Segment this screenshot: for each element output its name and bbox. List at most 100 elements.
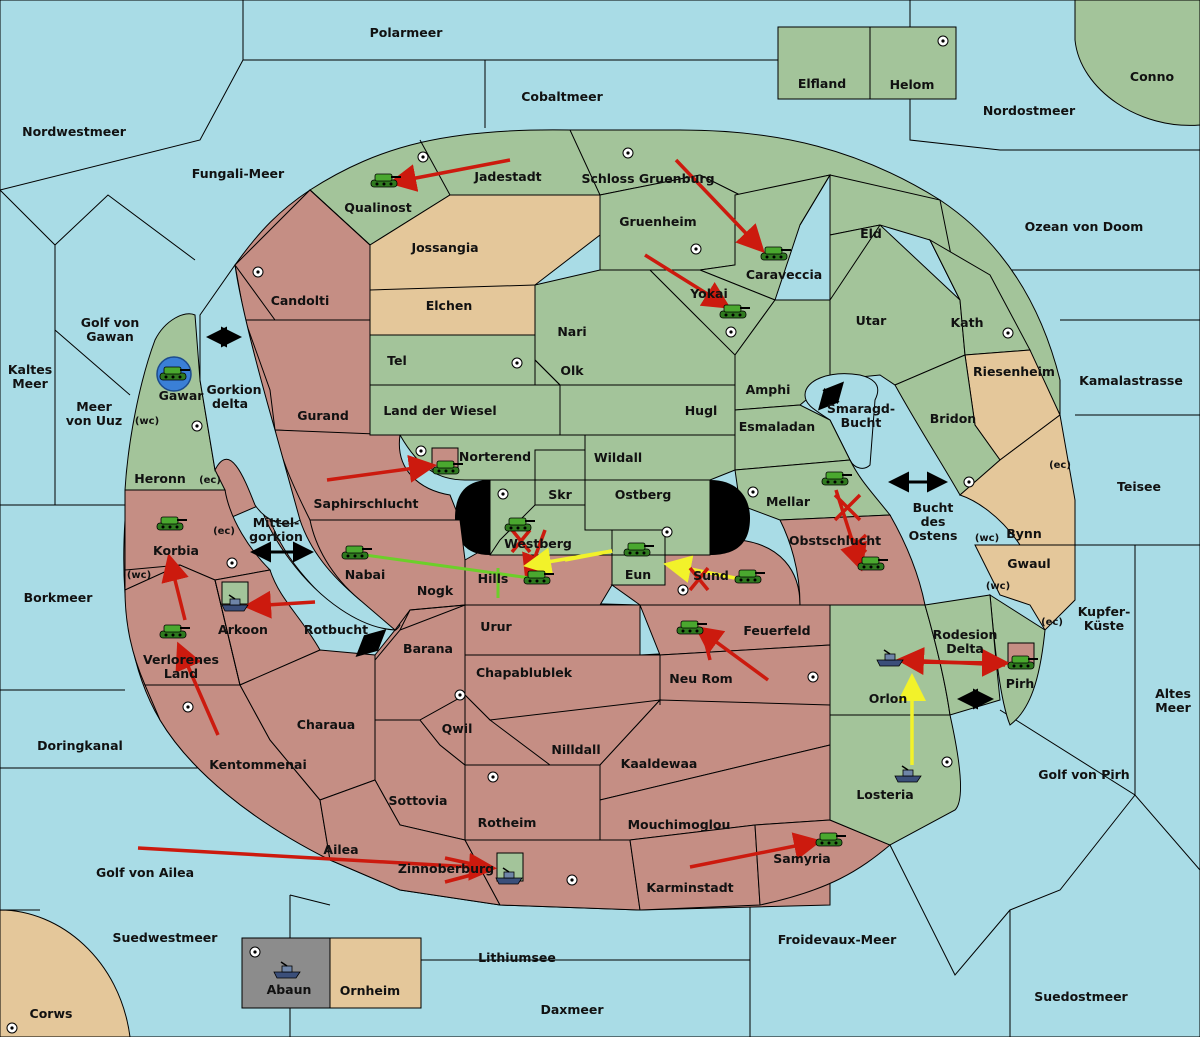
label-nogk: Nogk bbox=[417, 583, 454, 598]
supply-center-marker bbox=[497, 488, 509, 500]
label-mittelgorkion-1: Mittel- bbox=[253, 515, 300, 530]
label-losteria: Losteria bbox=[856, 787, 913, 802]
label-smaragd-bucht-1: Smaragd- bbox=[827, 401, 895, 416]
army-icon bbox=[156, 516, 187, 531]
label-hills: Hills bbox=[478, 571, 509, 586]
order-arrow bbox=[902, 648, 1010, 677]
order-arrow bbox=[326, 454, 437, 483]
army-icon bbox=[821, 471, 852, 486]
order-arrow bbox=[834, 489, 867, 572]
label-caraveccia: Caraveccia bbox=[746, 267, 822, 282]
interior-borders bbox=[124, 129, 881, 840]
label-gwaul-wc: (wc) bbox=[986, 581, 1010, 592]
label-lithiumsee: Lithiumsee bbox=[478, 950, 556, 965]
supply-center-marker bbox=[249, 946, 261, 958]
label-amphi: Amphi bbox=[746, 382, 791, 397]
label-tel: Tel bbox=[387, 353, 407, 368]
region-elfland bbox=[777, 26, 871, 100]
border-line bbox=[829, 224, 881, 301]
label-urur: Urur bbox=[480, 619, 512, 634]
label-corws: Corws bbox=[30, 1006, 73, 1021]
label-conno: Conno bbox=[1130, 69, 1175, 84]
order-arrow bbox=[175, 641, 220, 736]
label-nordwestmeer: Nordwestmeer bbox=[22, 124, 127, 139]
supply-center-marker bbox=[963, 476, 975, 488]
army-icon bbox=[734, 569, 765, 584]
label-bynn: Bynn bbox=[1006, 526, 1041, 541]
label-gawar: Gawar bbox=[159, 388, 205, 403]
border-line bbox=[419, 139, 451, 196]
label-elchen: Elchen bbox=[426, 298, 473, 313]
label-golf-von-gawan-1: Golf von bbox=[81, 315, 140, 330]
label-mouchimoglou: Mouchimoglou bbox=[628, 817, 731, 832]
label-kupfer-kueste-1: Kupfer- bbox=[1078, 604, 1131, 619]
label-gwaul-ec: (ec) bbox=[1041, 617, 1063, 628]
label-bucht-des-ostens-3: Ostens bbox=[909, 528, 958, 543]
label-land-der-wiesel: Land der Wiesel bbox=[383, 403, 496, 418]
label-barana: Barana bbox=[403, 641, 453, 656]
supply-center-marker bbox=[677, 584, 689, 596]
label-heronn-ec: (ec) bbox=[199, 475, 221, 486]
label-verlorenes-land-1: Verlorenes bbox=[143, 652, 219, 667]
label-nordostmeer: Nordostmeer bbox=[983, 103, 1076, 118]
label-golf-von-ailea: Golf von Ailea bbox=[96, 865, 194, 880]
adjacency-arrow bbox=[355, 628, 387, 658]
label-polarmeer: Polarmeer bbox=[370, 25, 444, 40]
label-sottovia: Sottovia bbox=[389, 793, 448, 808]
supply-centers bbox=[6, 35, 1014, 1034]
label-heronn: Heronn bbox=[134, 471, 186, 486]
label-kaaldewaa: Kaaldewaa bbox=[621, 756, 698, 771]
army-icon bbox=[857, 556, 888, 571]
supply-center-marker bbox=[747, 486, 759, 498]
label-gawar-wc: (wc) bbox=[135, 416, 159, 427]
label-altes-meer-2: Meer bbox=[1155, 700, 1191, 715]
supply-center-marker bbox=[6, 1022, 18, 1034]
label-westberg: Westberg bbox=[504, 536, 572, 551]
region-losteria bbox=[829, 714, 961, 846]
convoy-orders bbox=[364, 553, 531, 598]
army-icon bbox=[159, 366, 190, 381]
failed-order-cross bbox=[846, 533, 868, 554]
fleet-icon bbox=[894, 765, 922, 783]
border-line bbox=[569, 129, 601, 196]
supply-center-marker bbox=[725, 326, 737, 338]
label-verlorenes-land-2: Land bbox=[164, 666, 198, 681]
supply-center-marker bbox=[661, 526, 673, 538]
supply-center-marker bbox=[807, 671, 819, 683]
region-labels: Polarmeer Cobaltmeer Nordwestmeer Fungal… bbox=[8, 25, 1192, 1021]
label-sund: Sund bbox=[693, 568, 729, 583]
label-eld: Eld bbox=[860, 226, 882, 241]
label-kamalastrasse: Kamalastrasse bbox=[1079, 373, 1183, 388]
label-karminstadt: Karminstadt bbox=[646, 880, 733, 895]
region-center-island bbox=[489, 479, 711, 556]
sea-border bbox=[54, 329, 131, 396]
order-arrow bbox=[444, 868, 491, 884]
army-icon bbox=[1007, 655, 1038, 670]
label-kentommenai: Kentommenai bbox=[209, 757, 307, 772]
border-skr bbox=[534, 450, 586, 506]
label-gorkion-delta-1: Gorkion bbox=[206, 382, 261, 397]
label-samyria: Samyria bbox=[773, 851, 831, 866]
label-korbia-ec: (ec) bbox=[213, 526, 235, 537]
label-rodesion-delta-1: Rodesion bbox=[933, 627, 998, 642]
units bbox=[156, 173, 1038, 979]
label-bridon: Bridon bbox=[930, 411, 976, 426]
army-icon bbox=[504, 517, 535, 532]
supply-center-marker bbox=[182, 701, 194, 713]
supply-center-marker bbox=[226, 557, 238, 569]
label-esmaladan: Esmaladan bbox=[739, 419, 815, 434]
supply-center-marker bbox=[511, 357, 523, 369]
army-icon bbox=[815, 832, 846, 847]
label-korbia-wc: (wc) bbox=[127, 570, 151, 581]
label-elfland: Elfland bbox=[798, 76, 846, 91]
sea-border bbox=[0, 0, 244, 191]
label-daxmeer: Daxmeer bbox=[540, 1002, 604, 1017]
supply-center-marker bbox=[690, 243, 702, 255]
label-jossangia: Jossangia bbox=[410, 240, 478, 255]
convoy-line bbox=[364, 553, 531, 580]
order-arrow bbox=[694, 625, 770, 682]
order-arrow bbox=[444, 856, 491, 870]
label-skr: Skr bbox=[548, 487, 572, 502]
